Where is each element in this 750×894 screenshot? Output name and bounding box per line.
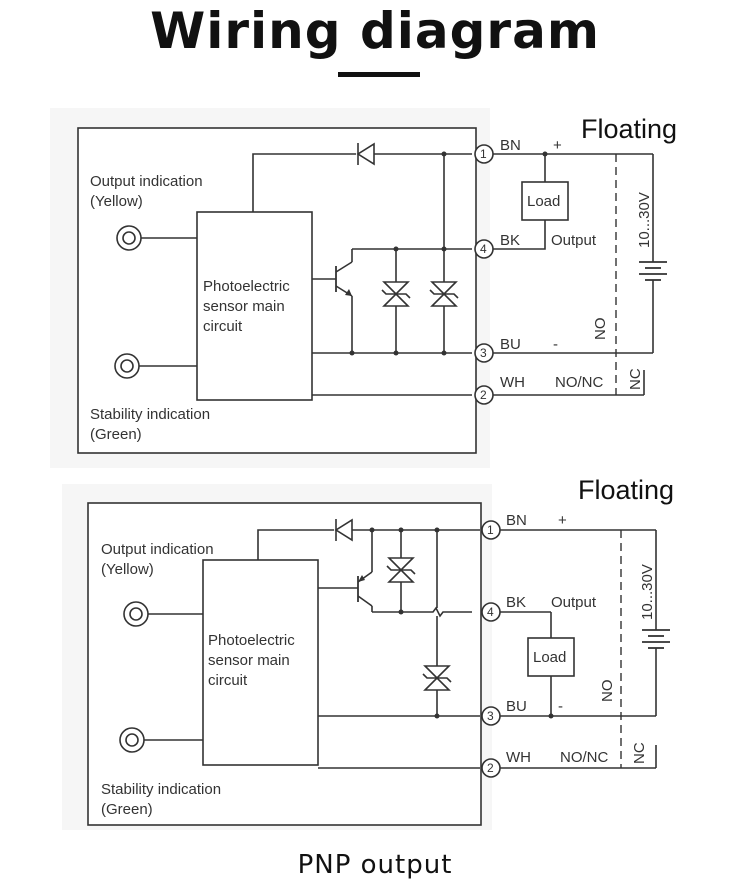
main-circuit-label-1: Photoelectric bbox=[208, 632, 295, 649]
diode-icon bbox=[334, 518, 353, 542]
output-indication-label: Output indication bbox=[90, 173, 203, 190]
page-title: Wiring diagram bbox=[150, 2, 600, 60]
floating-label: Floating bbox=[581, 114, 677, 144]
wire-bk-label: BK bbox=[500, 232, 520, 249]
svg-text:2: 2 bbox=[480, 388, 487, 402]
stability-indicator-led-icon bbox=[119, 727, 203, 753]
output-indication-label: Output indication bbox=[101, 541, 214, 558]
load-box bbox=[521, 181, 569, 221]
output-indicator-led-icon bbox=[123, 601, 203, 627]
title-underline bbox=[338, 72, 420, 77]
main-circuit-label-2: sensor main bbox=[208, 652, 290, 669]
svg-text:4: 4 bbox=[480, 242, 487, 256]
stability-indicator-led-icon bbox=[114, 353, 197, 379]
wire-bn-label: BN bbox=[506, 512, 527, 529]
nc-side-label: NC bbox=[631, 742, 648, 764]
svg-text:2: 2 bbox=[487, 761, 494, 775]
svg-text:4: 4 bbox=[487, 605, 494, 619]
stability-indication-color: (Green) bbox=[90, 426, 142, 443]
svg-text:1: 1 bbox=[480, 147, 487, 161]
battery-icon bbox=[639, 261, 667, 281]
voltage-label: 10...30V bbox=[636, 192, 653, 248]
main-circuit-label-3: circuit bbox=[203, 318, 243, 335]
pin-1: 1 bbox=[474, 144, 494, 164]
stability-indication-color: (Green) bbox=[101, 801, 153, 818]
wiring-diagram-1: Floating Output indication (Yellow) Stab… bbox=[50, 108, 677, 468]
output-label: Output bbox=[551, 594, 597, 611]
tvs-diode-icon bbox=[386, 530, 416, 612]
stability-indication-label: Stability indication bbox=[90, 406, 210, 423]
load-label: Load bbox=[527, 193, 560, 210]
svg-text:1: 1 bbox=[487, 523, 494, 537]
wire-bu-label: BU bbox=[506, 698, 527, 715]
transistor-icon bbox=[318, 530, 373, 612]
output-indication-color: (Yellow) bbox=[90, 193, 143, 210]
svg-text:3: 3 bbox=[487, 709, 494, 723]
nc-side-label: NC bbox=[627, 368, 644, 390]
output-indicator-led-icon bbox=[116, 225, 197, 251]
pin-3: 3 bbox=[474, 343, 494, 363]
voltage-label: 10...30V bbox=[639, 564, 656, 620]
floating-label: Floating bbox=[578, 475, 674, 505]
no-side-label: NO bbox=[599, 680, 616, 703]
tvs-diode-icon bbox=[429, 249, 459, 353]
wiring-diagram-2: Floating Output indication (Yellow) Stab… bbox=[62, 475, 674, 830]
no-nc-label: NO/NC bbox=[555, 374, 604, 391]
wire-wh-label: WH bbox=[500, 374, 525, 391]
stability-indication-label: Stability indication bbox=[101, 781, 221, 798]
load-label: Load bbox=[533, 649, 566, 666]
pin-2: 2 bbox=[474, 385, 494, 405]
pin-4: 4 bbox=[474, 239, 494, 259]
pin-3: 3 bbox=[481, 706, 501, 726]
transistor-icon bbox=[312, 249, 353, 353]
negative-sign: - bbox=[553, 336, 558, 353]
main-circuit-label-1: Photoelectric bbox=[203, 278, 290, 295]
main-circuit-box bbox=[202, 559, 319, 766]
no-side-label: NO bbox=[592, 318, 609, 341]
negative-sign: - bbox=[558, 698, 563, 715]
pin-4: 4 bbox=[481, 602, 501, 622]
pin-2: 2 bbox=[481, 758, 501, 778]
tvs-diode-icon bbox=[381, 249, 411, 353]
output-rail bbox=[372, 606, 472, 618]
main-circuit-box bbox=[196, 211, 313, 401]
battery-icon bbox=[642, 629, 670, 649]
positive-sign: + bbox=[553, 137, 562, 154]
main-circuit-label-3: circuit bbox=[208, 672, 248, 689]
tvs-diode-icon bbox=[422, 616, 452, 716]
diode-icon bbox=[356, 142, 375, 166]
diagram-caption: PNP output bbox=[297, 850, 453, 880]
output-label: Output bbox=[551, 232, 597, 249]
no-nc-label: NO/NC bbox=[560, 749, 609, 766]
wire-bu-label: BU bbox=[500, 336, 521, 353]
wire-bn-label: BN bbox=[500, 137, 521, 154]
pin-1: 1 bbox=[481, 520, 501, 540]
main-circuit-label-2: sensor main bbox=[203, 298, 285, 315]
output-indication-color: (Yellow) bbox=[101, 561, 154, 578]
wire-bk-label: BK bbox=[506, 594, 526, 611]
svg-text:3: 3 bbox=[480, 346, 487, 360]
positive-sign: + bbox=[558, 512, 567, 529]
wire-wh-label: WH bbox=[506, 749, 531, 766]
